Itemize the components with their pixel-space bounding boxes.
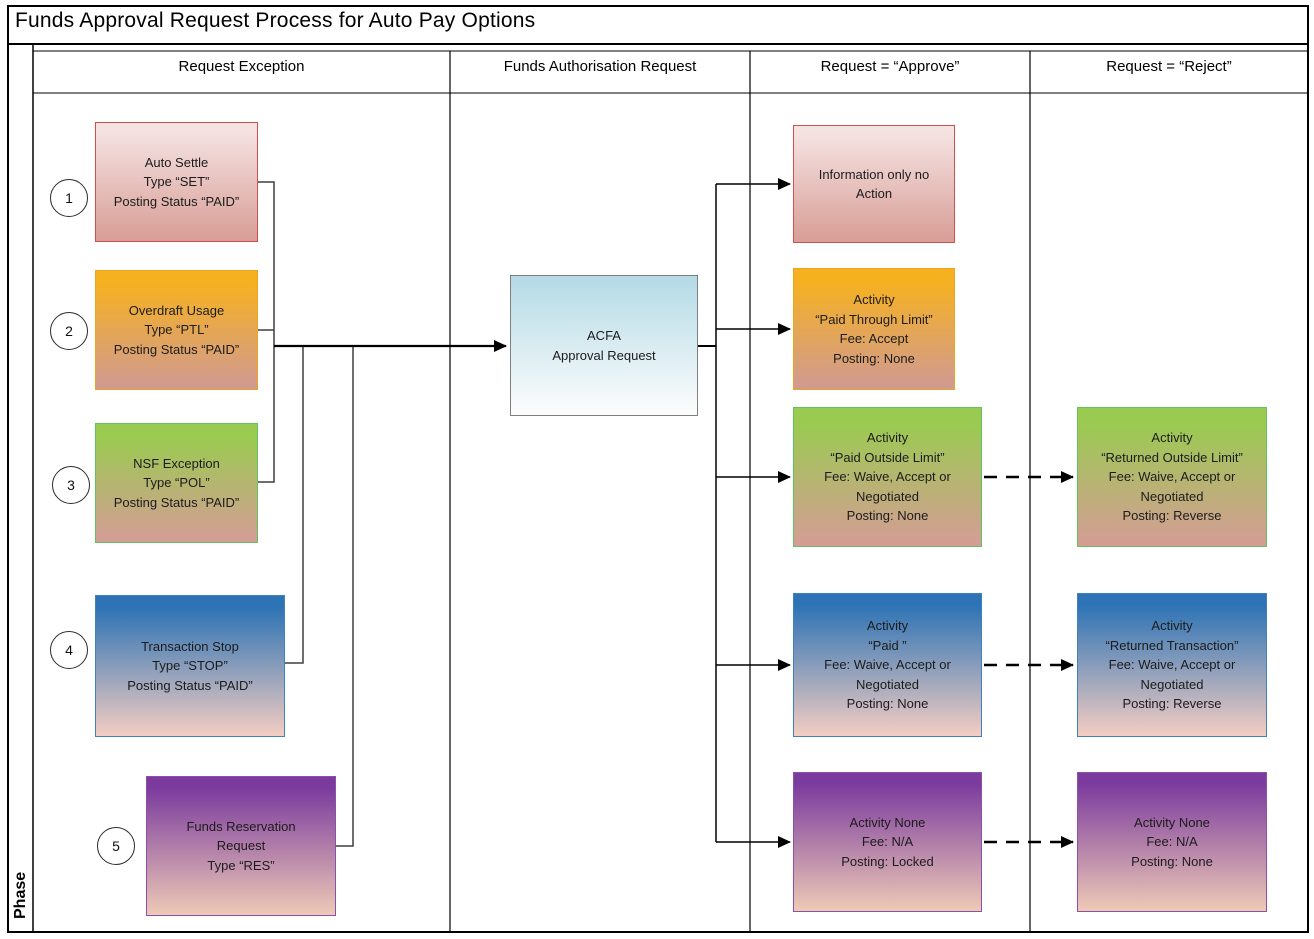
step-marker-2: 2 (50, 312, 88, 350)
node-activity-none-none: Activity None Fee: N/A Posting: None (1077, 772, 1267, 912)
step-number: 3 (67, 477, 75, 493)
node-information-only: Information only no Action (793, 125, 955, 243)
exception-connectors (258, 181, 354, 847)
lane-header-request-exception: Request Exception (178, 58, 305, 75)
node-text: Information only no Action (818, 166, 930, 202)
lane-header-request-approve: Request = “Approve” (820, 58, 960, 75)
node-auto-settle: Auto Settle Type “SET” Posting Status “P… (95, 122, 258, 242)
step-number: 2 (65, 323, 73, 339)
node-text: Activity None Fee: N/A Posting: Locked (841, 814, 934, 869)
node-text: ACFA Approval Request (552, 328, 656, 363)
step-marker-3: 3 (52, 466, 90, 504)
step-marker-4: 4 (50, 631, 88, 669)
diagram-title: Funds Approval Request Process for Auto … (15, 9, 536, 32)
node-acfa-approval-request: ACFA Approval Request (510, 275, 698, 416)
step-marker-5: 5 (97, 827, 135, 865)
phase-label: Phase (12, 871, 29, 919)
node-text: Overdraft Usage Type “PTL” Posting Statu… (113, 302, 240, 357)
node-transaction-stop: Transaction Stop Type “STOP” Posting Sta… (95, 595, 285, 737)
node-text: Funds Reservation Request Type “RES” (186, 818, 296, 873)
node-text: Activity “Returned Outside Limit” Fee: W… (1101, 430, 1243, 524)
node-text: Activity “Returned Transaction” Fee: Wai… (1105, 618, 1239, 712)
node-activity-none-locked: Activity None Fee: N/A Posting: Locked (793, 772, 982, 912)
node-funds-reservation: Funds Reservation Request Type “RES” (146, 776, 336, 916)
step-marker-1: 1 (50, 179, 88, 217)
node-text: Activity “Paid ” Fee: Waive, Accept or N… (824, 618, 951, 712)
lane-header-funds-authorisation-request: Funds Authorisation Request (503, 58, 697, 75)
step-number: 5 (112, 838, 120, 854)
step-number: 4 (65, 642, 73, 658)
node-text: NSF Exception Type “POL” Posting Status … (113, 455, 240, 510)
step-number: 1 (65, 190, 73, 206)
lane-header-request-reject: Request = “Reject” (1106, 58, 1232, 75)
node-text: Auto Settle Type “SET” Posting Status “P… (113, 154, 240, 209)
node-text: Activity “Paid Through Limit” Fee: Accep… (815, 292, 933, 366)
node-overdraft-usage: Overdraft Usage Type “PTL” Posting Statu… (95, 270, 258, 390)
node-text: Transaction Stop Type “STOP” Posting Sta… (127, 638, 253, 693)
node-nsf-exception: NSF Exception Type “POL” Posting Status … (95, 423, 258, 543)
frame-lines (7, 5, 1309, 933)
reject-connectors (984, 471, 1074, 848)
node-text: Activity “Paid Outside Limit” Fee: Waive… (824, 430, 951, 524)
node-text: Activity None Fee: N/A Posting: None (1131, 814, 1213, 869)
main-connectors (274, 178, 791, 848)
node-returned-transaction: Activity “Returned Transaction” Fee: Wai… (1077, 593, 1267, 737)
node-paid-outside-limit: Activity “Paid Outside Limit” Fee: Waive… (793, 407, 982, 547)
node-paid-through-limit: Activity “Paid Through Limit” Fee: Accep… (793, 268, 955, 390)
node-paid: Activity “Paid ” Fee: Waive, Accept or N… (793, 593, 982, 737)
node-returned-outside-limit: Activity “Returned Outside Limit” Fee: W… (1077, 407, 1267, 547)
